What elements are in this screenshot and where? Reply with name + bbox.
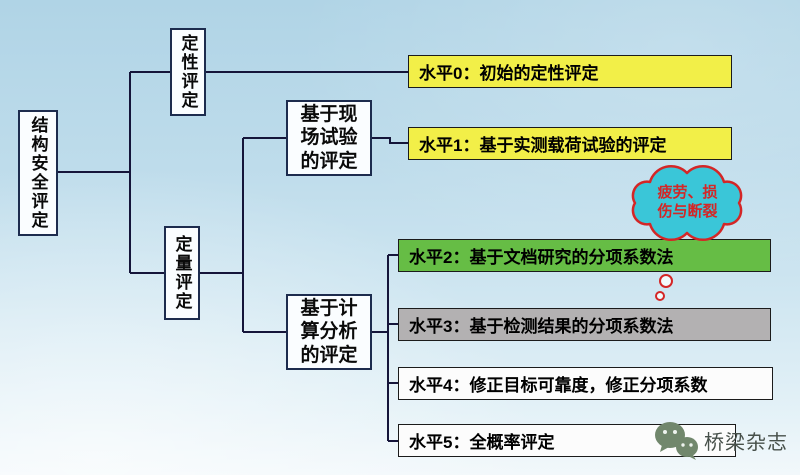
node-field-test-assessment-label: 基于现场试验的评定	[300, 103, 358, 172]
level-0-label: 水平0：初始的定性评定	[419, 64, 599, 83]
node-quantitative-assessment: 定量评定	[164, 226, 200, 320]
level-5-label: 水平5：全概率评定	[409, 433, 555, 452]
level-3-label: 水平3：基于检测结果的分项系数法	[409, 317, 674, 336]
cloud-trail-bubble-large	[659, 274, 673, 288]
level-4-box: 水平4：修正目标可靠度，修正分项系数	[398, 367, 773, 400]
node-calc-analysis-assessment: 基于计算分析的评定	[286, 294, 372, 370]
level-0-box: 水平0：初始的定性评定	[408, 55, 732, 88]
watermark: 桥梁杂志	[650, 418, 788, 462]
level-3-box: 水平3：基于检测结果的分项系数法	[398, 308, 771, 341]
level-4-label: 水平4：修正目标可靠度，修正分项系数	[409, 376, 708, 395]
node-field-test-assessment: 基于现场试验的评定	[286, 100, 372, 176]
level-2-label: 水平2：基于文档研究的分项系数法	[409, 248, 674, 267]
cloud-callout-line1: 疲劳、损	[657, 184, 718, 201]
level-2-box: 水平2：基于文档研究的分项系数法	[398, 239, 771, 272]
level-1-label: 水平1：基于实测载荷试验的评定	[419, 136, 667, 155]
node-quantitative-assessment-label: 定量评定	[172, 235, 192, 311]
node-calc-analysis-assessment-label: 基于计算分析的评定	[300, 297, 358, 366]
node-qualitative-assessment-label: 定性评定	[178, 34, 198, 110]
cloud-callout-text: 疲劳、损 伤与断裂	[640, 184, 735, 222]
node-qualitative-assessment: 定性评定	[170, 28, 206, 116]
wechat-icon	[655, 422, 698, 460]
cloud-trail-bubble-small	[655, 291, 665, 301]
node-structural-safety-assessment-label: 结构安全评定	[28, 116, 48, 230]
watermark-label: 桥梁杂志	[704, 431, 788, 454]
node-structural-safety-assessment: 结构安全评定	[18, 110, 58, 236]
level-1-box: 水平1：基于实测载荷试验的评定	[408, 127, 732, 160]
cloud-callout-line2: 伤与断裂	[657, 202, 718, 220]
